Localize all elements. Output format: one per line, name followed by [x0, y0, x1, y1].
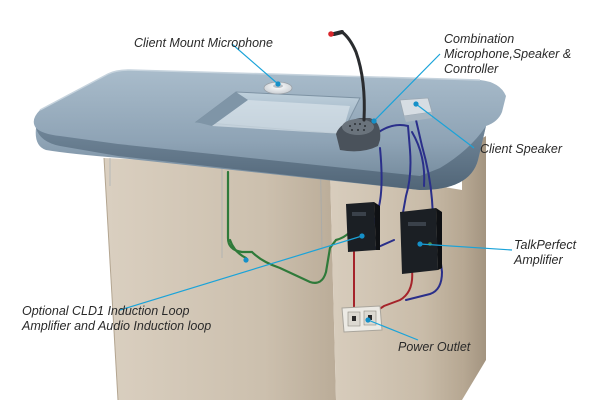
label-induction-loop: Optional CLD1 Induction Loop Amplifier a… — [22, 304, 212, 333]
power-outlet-icon — [341, 305, 383, 333]
label-client-speaker: Client Speaker — [480, 142, 562, 156]
combination-controller — [336, 118, 381, 152]
speaker-icon — [399, 97, 433, 122]
talkperfect-amplifier — [400, 208, 442, 274]
label-client-mount-microphone: Client Mount Microphone — [134, 36, 273, 50]
induction-loop-wire — [226, 170, 352, 284]
sink-tray — [194, 91, 361, 135]
label-combination-controller: Combination Microphone,Speaker & Control… — [444, 32, 572, 76]
callouts — [119, 43, 513, 341]
counter-top — [33, 69, 506, 190]
microphone-icon — [328, 30, 366, 122]
label-power-outlet: Power Outlet — [398, 340, 471, 354]
induction-loop-amplifier — [346, 202, 380, 252]
label-talkperfect-amplifier: TalkPerfect Amplifier — [514, 238, 577, 267]
